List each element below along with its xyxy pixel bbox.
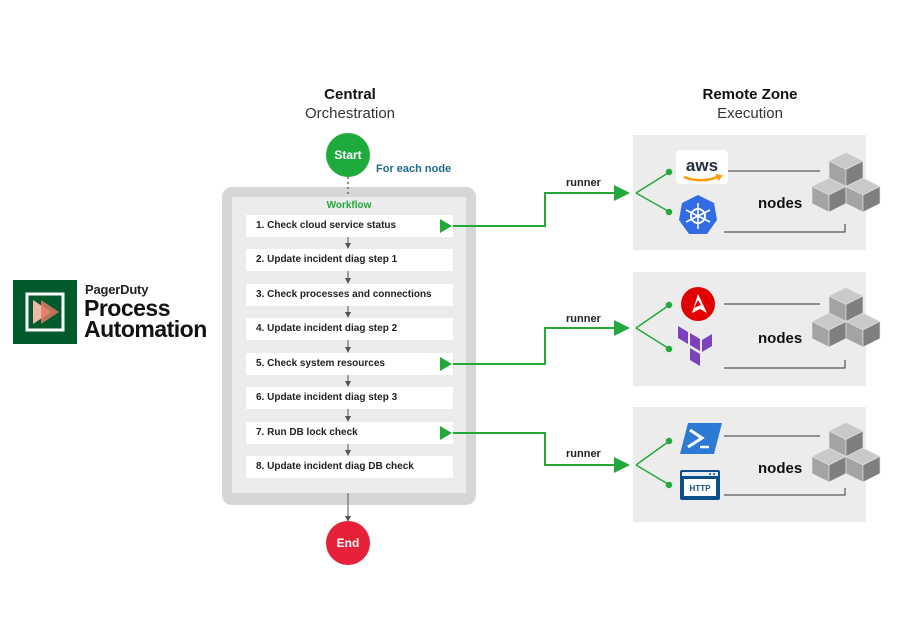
step-1-play-icon <box>440 219 452 233</box>
workflow-step-6[interactable]: 6. Update incident diag step 3 <box>246 387 453 409</box>
workflow-title: Workflow <box>326 200 372 211</box>
workflow-step-5[interactable]: 5. Check system resources <box>246 353 453 375</box>
workflow-step-3[interactable]: 3. Check processes and connections <box>246 284 453 306</box>
step-5-play-icon <box>440 357 452 371</box>
runner-connectors <box>453 185 630 473</box>
nodes-label-1: nodes <box>758 195 803 212</box>
central-title: Central <box>324 86 376 103</box>
terraform-icon <box>678 326 712 366</box>
end-node[interactable]: End <box>326 521 370 565</box>
step-7-play-icon <box>440 426 452 440</box>
remote-title: Remote Zone <box>702 86 798 103</box>
workflow-step-4[interactable]: 4. Update incident diag step 2 <box>246 318 453 340</box>
aws-icon-text: aws <box>686 156 718 175</box>
runner-label-2: runner <box>566 313 601 325</box>
for-each-label: For each node <box>376 163 452 175</box>
workflow-step-8[interactable]: 8. Update incident diag DB check <box>246 456 453 478</box>
nodes-label-2: nodes <box>758 330 803 347</box>
logo-product-line1: Process <box>84 295 171 321</box>
fanout-branches <box>635 168 673 489</box>
ansible-icon <box>681 287 715 321</box>
nodes-label-3: nodes <box>758 460 803 477</box>
aws-icon: aws <box>676 150 728 184</box>
powershell-icon <box>680 423 722 454</box>
runner-label-3: runner <box>566 448 601 460</box>
start-node[interactable]: Start <box>326 133 370 177</box>
logo-product-line2: Automation <box>84 316 207 342</box>
workflow-step-2[interactable]: 2. Update incident diag step 1 <box>246 249 453 271</box>
logo-mark-icon <box>25 292 65 332</box>
node-links <box>724 170 846 496</box>
remote-subtitle: Execution <box>717 105 783 122</box>
process-automation-logo-icon <box>13 280 77 344</box>
workflow-step-7[interactable]: 7. Run DB lock check <box>246 422 453 444</box>
logo-brand: PagerDuty <box>85 282 149 297</box>
runner-label-1: runner <box>566 177 601 189</box>
kubernetes-icon <box>679 195 717 234</box>
central-subtitle: Orchestration <box>304 105 396 122</box>
workflow-step-1[interactable]: 1. Check cloud service status <box>246 215 453 237</box>
http-icon: HTTP <box>680 470 720 500</box>
http-icon-text: HTTP <box>690 484 712 493</box>
